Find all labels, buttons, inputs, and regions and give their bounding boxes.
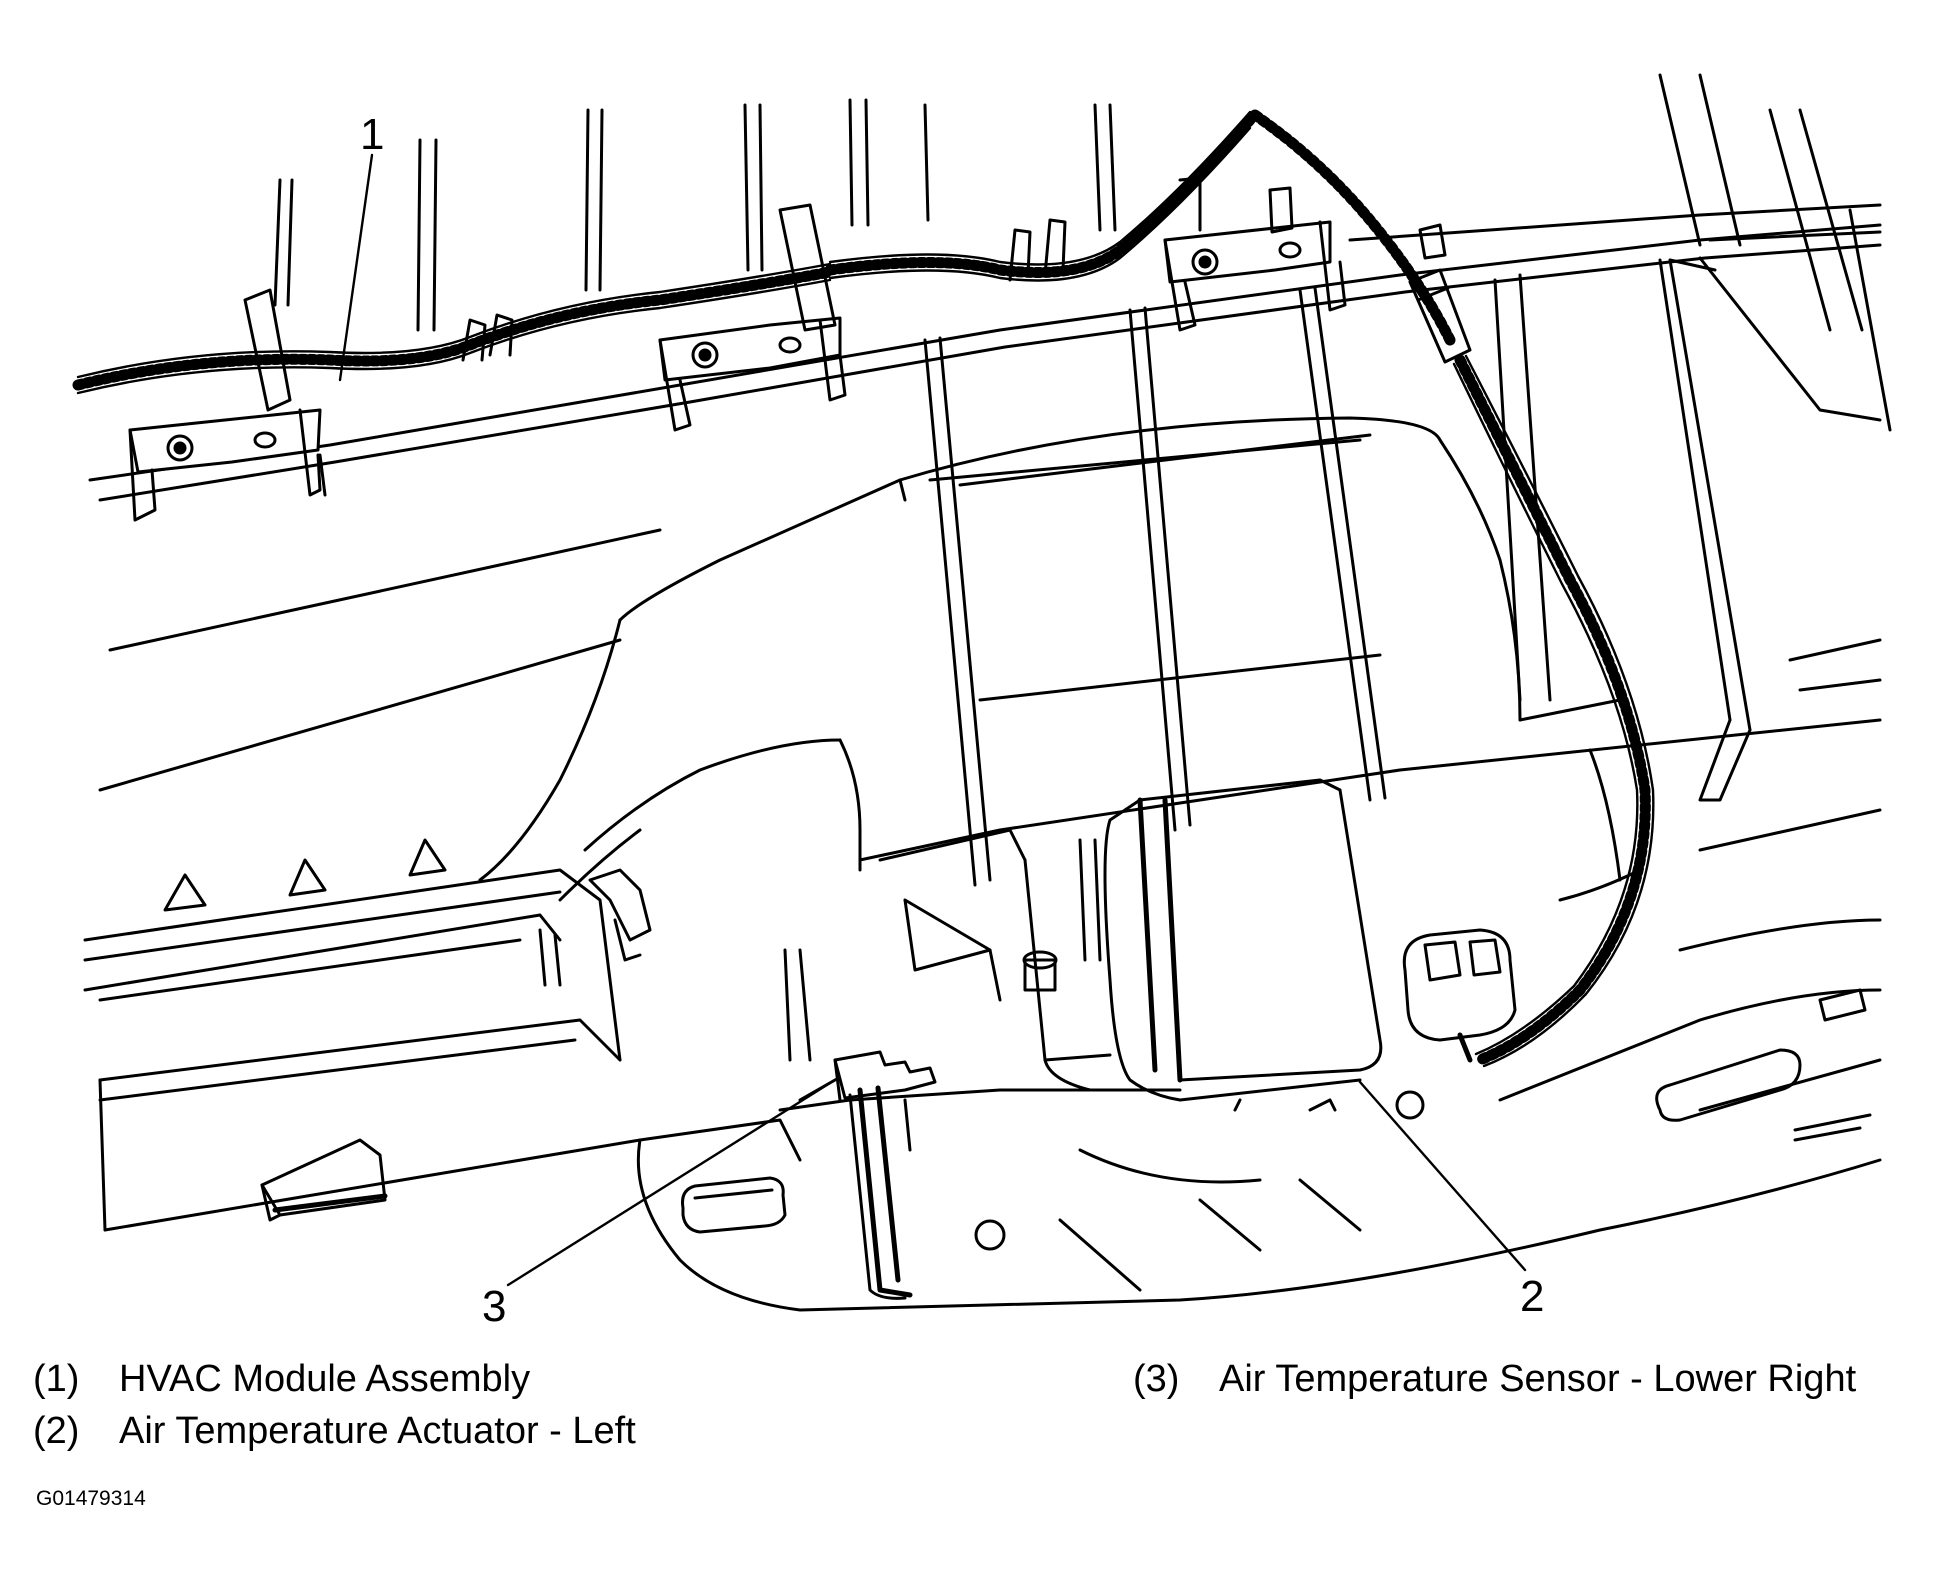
harness-connector-upper [1408,268,1472,364]
legend-item-1: (1) HVAC Module Assembly [33,1360,530,1398]
background-vertical-lines [273,73,1892,432]
callout-1: 1 [360,110,385,159]
legend-number-2: (2) [33,1410,80,1452]
air-temperature-sensor [783,948,937,1300]
mounting-brackets [128,186,1347,522]
actuator-housing-ribs [923,286,1387,887]
actuator-connector [1402,928,1517,1063]
upper-harness [72,110,1256,395]
legend-number-1: (1) [33,1358,80,1400]
legend-label-1: HVAC Module Assembly [119,1358,531,1400]
callout-3: 3 [482,1282,507,1331]
hvac-housing [98,258,1882,902]
legend-item-3: (3) Air Temperature Sensor - Lower Right [1133,1360,1856,1398]
legend-number-3: (3) [1133,1358,1180,1400]
legend-label-3: Air Temperature Sensor - Lower Right [1219,1358,1857,1400]
legend-label-2: Air Temperature Actuator - Left [119,1410,636,1452]
callout-2: 2 [1520,1272,1545,1321]
lower-floor-panel [636,918,1882,1312]
callout-leaders [338,153,1527,1287]
legend-item-2: (2) Air Temperature Actuator - Left [33,1412,636,1450]
figure-id: G01479314 [36,1487,146,1510]
top-rail [88,203,1882,502]
leader-line-2 [1358,1080,1527,1272]
leader-line-1 [338,153,374,382]
leader-line-3 [506,1076,840,1287]
top-clips [461,176,1447,362]
right-harness [1249,109,1655,1068]
air-temperature-actuator [878,778,1383,1102]
left-duct [83,838,652,1232]
